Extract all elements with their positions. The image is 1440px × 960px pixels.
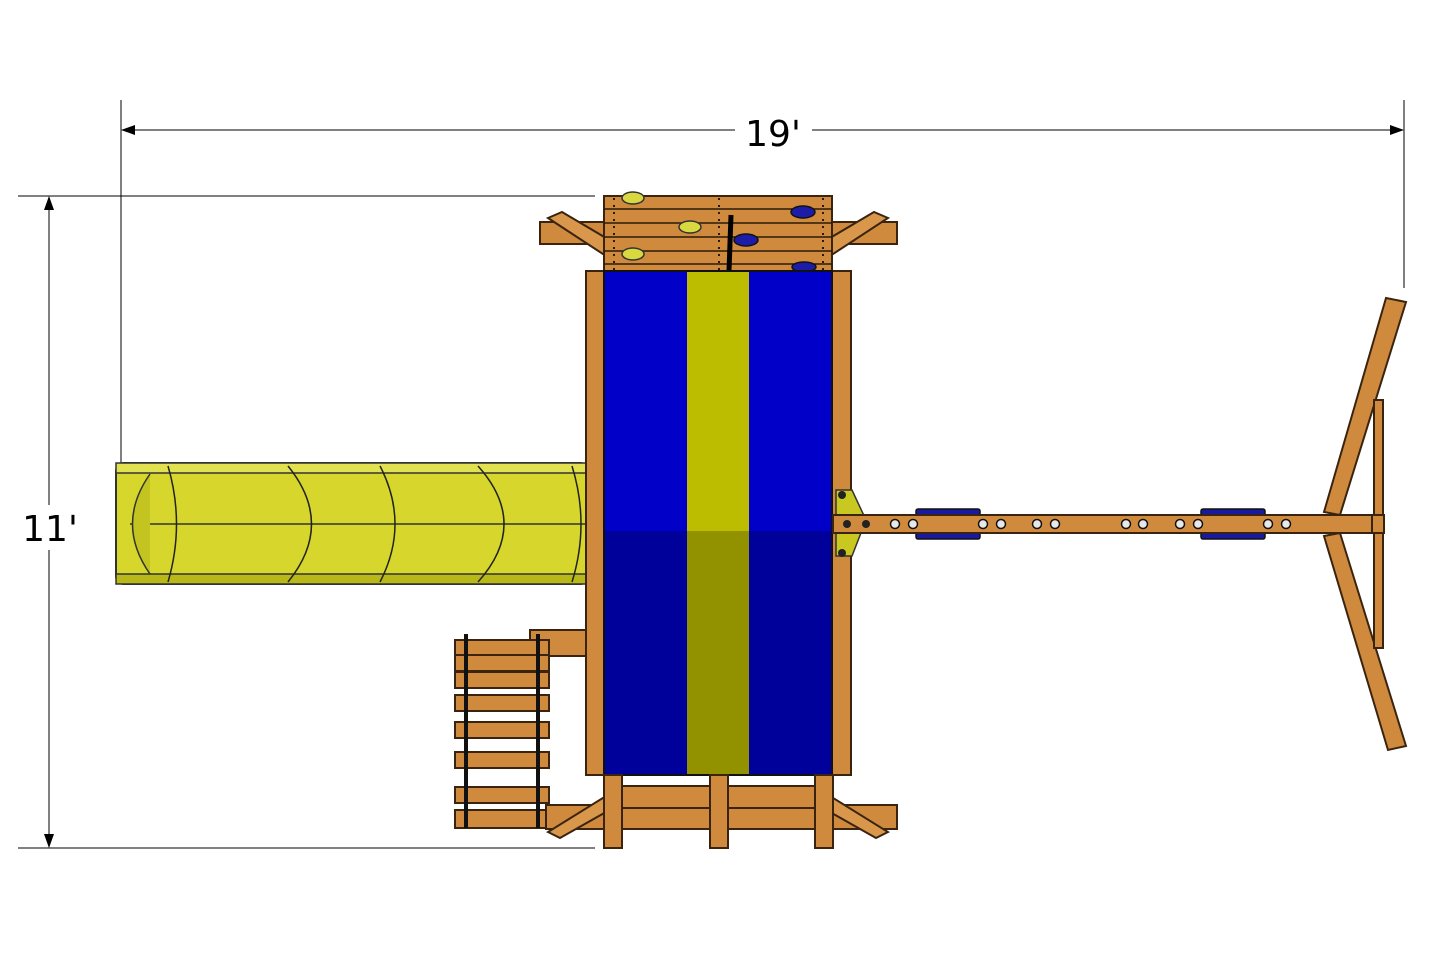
a-frame	[1322, 296, 1408, 752]
rope	[726, 214, 734, 272]
tarp-roof	[603, 270, 833, 776]
a-frame-leg-bottom	[1322, 531, 1408, 752]
swing-beam	[832, 489, 1374, 557]
rock-holds-yellow	[621, 191, 702, 261]
tube-slide	[115, 462, 589, 585]
a-frame-leg-top	[1322, 296, 1408, 517]
depth-label: 11'	[22, 509, 78, 550]
width-dimension: 19'	[120, 100, 1405, 465]
top-braces	[539, 210, 898, 258]
rock-holds-blue	[733, 205, 817, 273]
bottom-frame	[545, 774, 898, 849]
rock-wall	[603, 191, 833, 273]
depth-dimension: 11'	[18, 195, 595, 849]
width-label: 19'	[745, 114, 801, 155]
rope-ladder	[454, 629, 607, 829]
swing-hangers	[889, 518, 1292, 530]
